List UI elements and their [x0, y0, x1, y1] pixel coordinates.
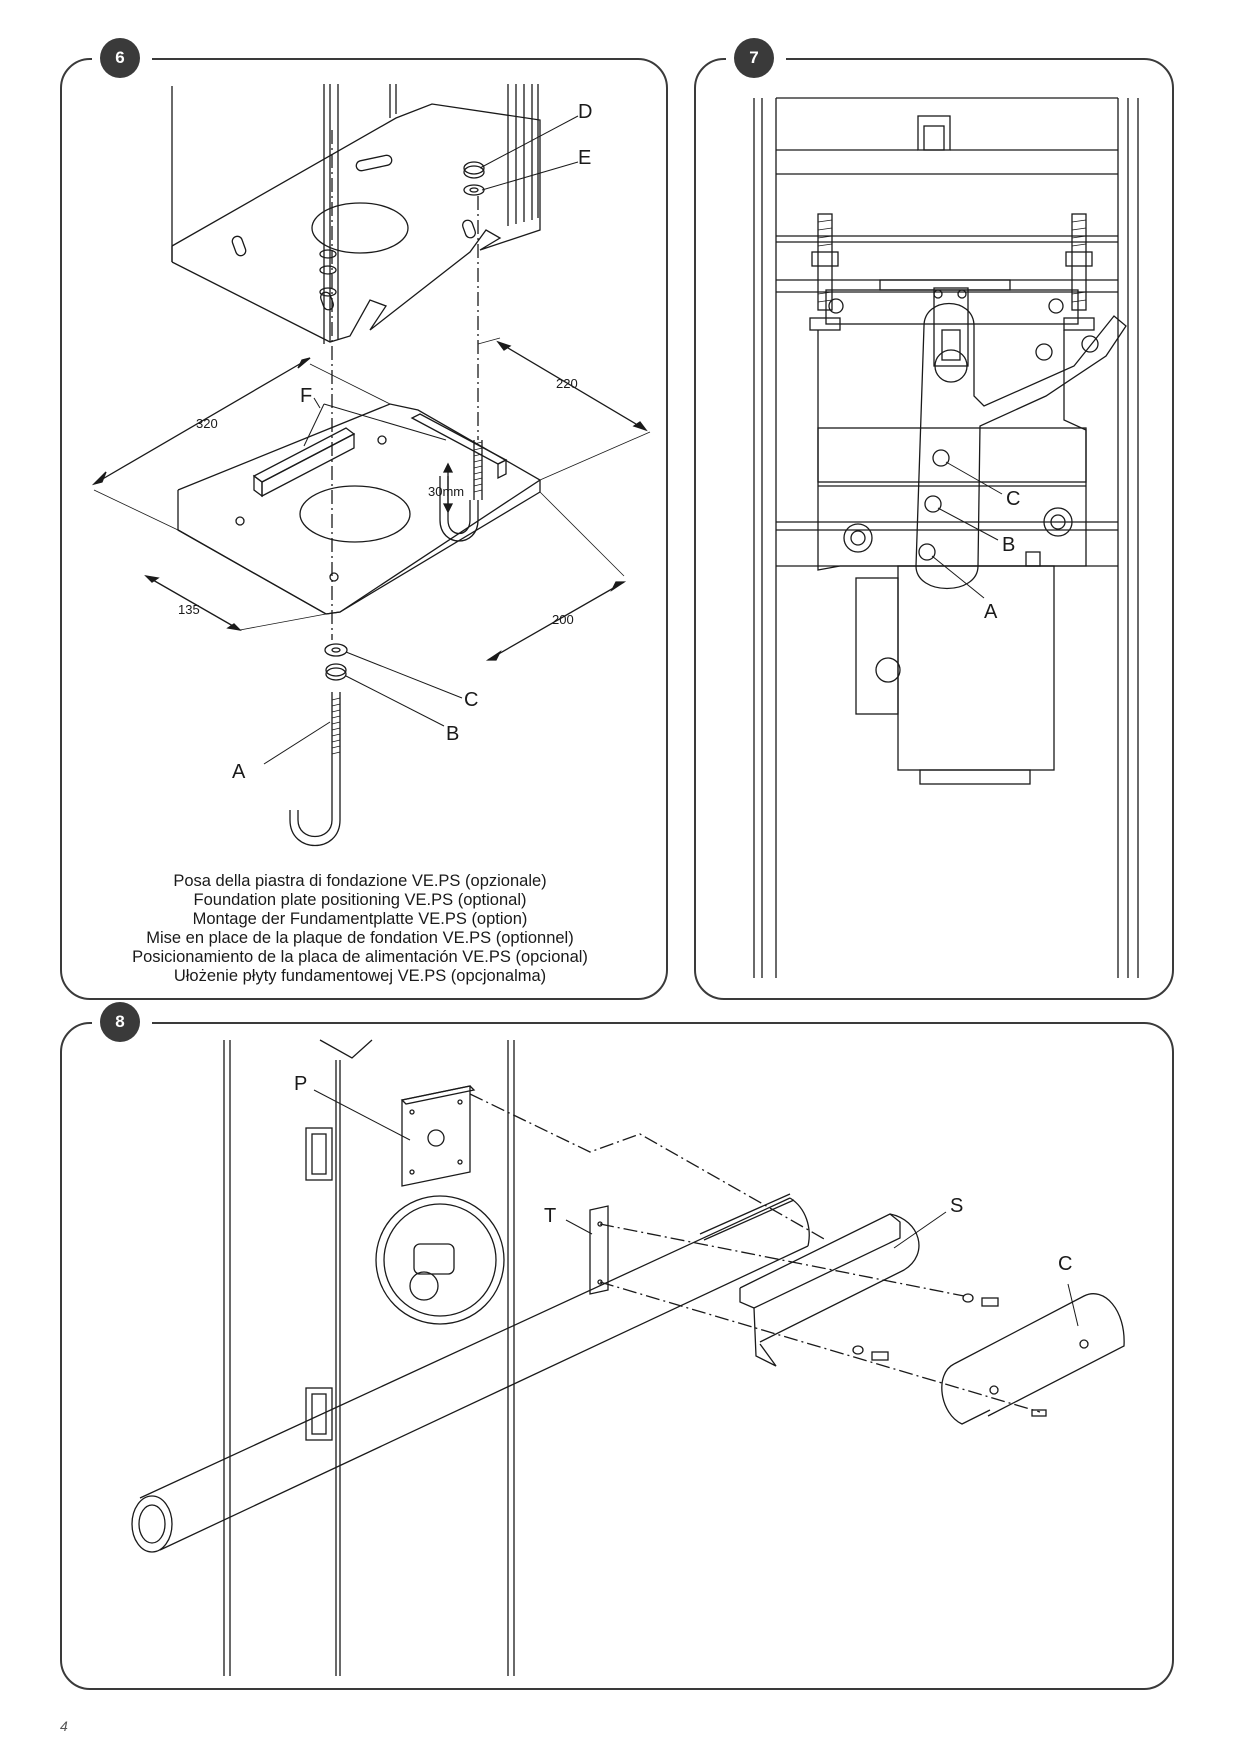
figure-7-panel: [694, 58, 1174, 1000]
caption-line-fr: Mise en place de la plaque de fondation …: [146, 929, 574, 947]
dimension-135: 135: [178, 602, 200, 617]
dimension-30mm: 30mm: [428, 484, 464, 499]
dimension-200: 200: [552, 612, 574, 627]
label-F: F: [300, 385, 312, 407]
figure-7-number: 7: [734, 38, 774, 78]
caption-line-es: Posicionamiento de la placa de alimentac…: [132, 948, 588, 966]
label-B: B: [1002, 534, 1015, 556]
page-number: 4: [60, 1718, 68, 1734]
label-B: B: [446, 723, 459, 745]
label-A: A: [984, 601, 998, 623]
dimension-220: 220: [556, 376, 578, 391]
label-S: S: [950, 1195, 963, 1217]
dimension-320: 320: [196, 416, 218, 431]
figure-6-number: 6: [100, 38, 140, 78]
label-D: D: [578, 101, 592, 123]
label-E: E: [578, 147, 591, 169]
label-C: C: [1058, 1253, 1072, 1275]
caption-line-de: Montage der Fundamentplatte VE.PS (optio…: [192, 910, 528, 928]
label-C: C: [464, 689, 478, 711]
label-T: T: [544, 1205, 556, 1227]
figure-8-panel: [60, 1022, 1174, 1690]
caption-line-it: Posa della piastra di fondazione VE.PS (…: [173, 872, 547, 890]
label-A: A: [232, 761, 246, 783]
figure-8-number: 8: [100, 1002, 140, 1042]
label-P: P: [294, 1073, 307, 1095]
caption-line-en: Foundation plate positioning VE.PS (opti…: [193, 891, 527, 909]
caption-line-pl: Ułożenie płyty fundamentowej VE.PS (opcj…: [173, 967, 547, 985]
figure-6-caption: Posa della piastra di fondazione VE.PS (…: [60, 872, 660, 986]
label-C: C: [1006, 488, 1020, 510]
figure-6-panel: [60, 58, 668, 1000]
